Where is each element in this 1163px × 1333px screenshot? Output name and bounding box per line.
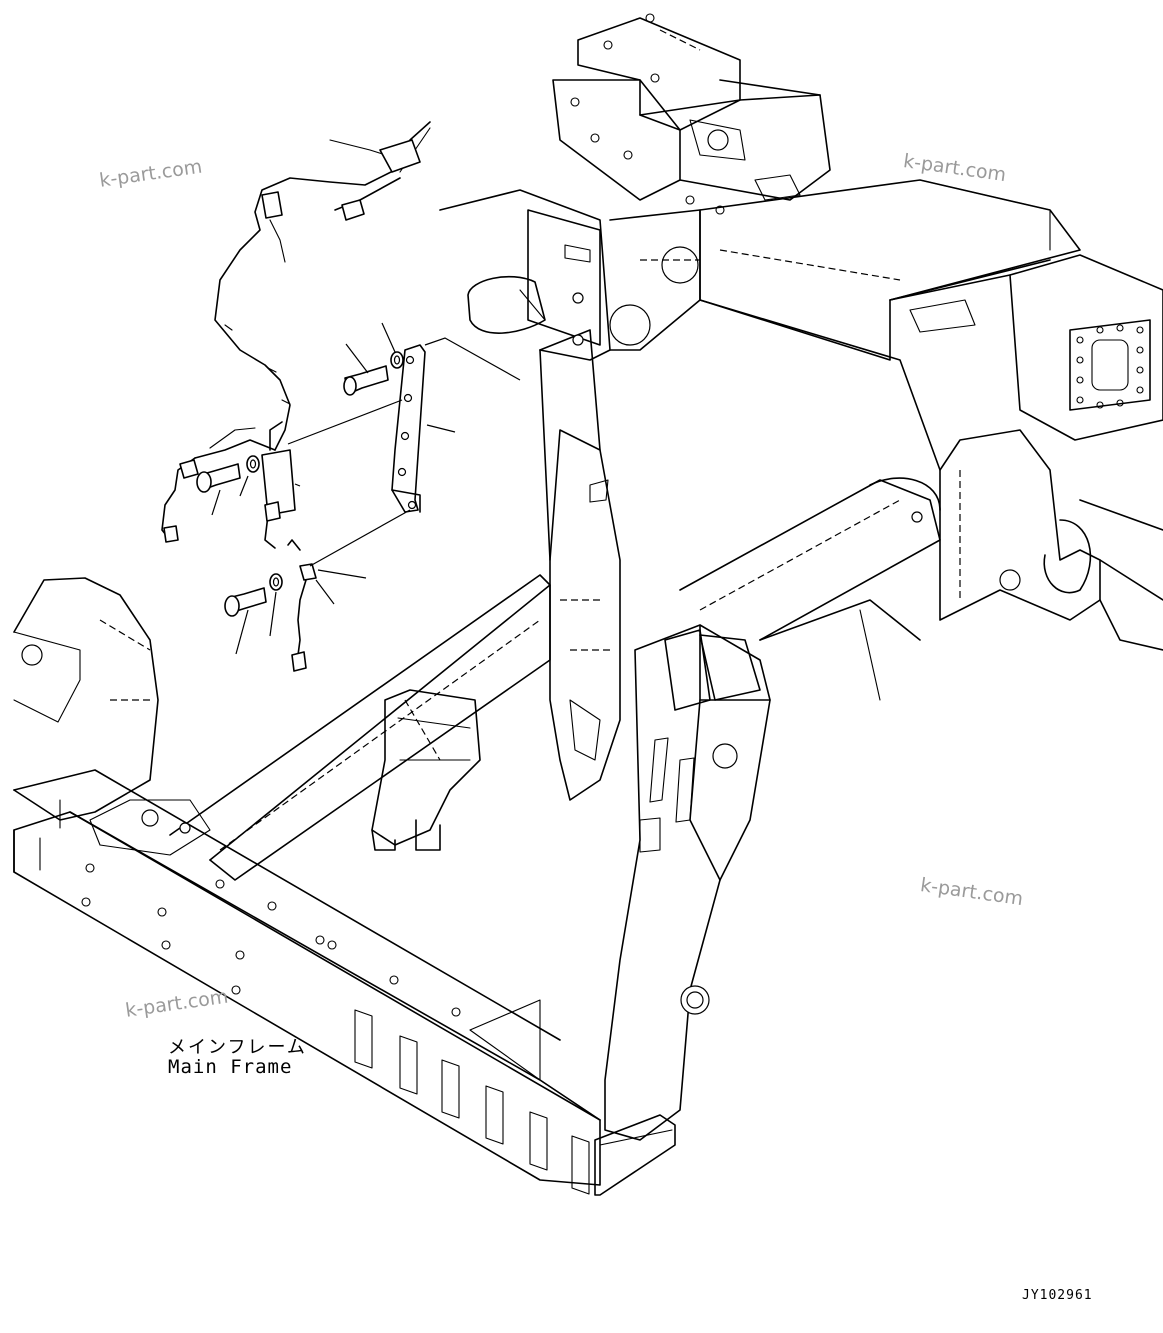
part-label-japanese: メインフレーム: [168, 1037, 307, 1058]
mounting-bracket: [391, 344, 426, 513]
upper-cross-beam: [89, 574, 551, 881]
pivot-assembly: [439, 189, 701, 361]
right-end-plate: [889, 254, 1163, 441]
part-label-english: Main Frame: [168, 1056, 293, 1078]
front-rail: [13, 769, 601, 1195]
right-upper-beam: [699, 179, 1081, 471]
right-lower-section: [939, 429, 1163, 651]
bottom-front-plate: [469, 999, 676, 1196]
bolt-lower: [224, 587, 267, 617]
leader-lines: [211, 322, 521, 655]
top-box-section: [552, 13, 831, 215]
sensor-harness-left: [161, 427, 276, 543]
diagonal-arm: [679, 477, 941, 701]
drawing-code: JY102961: [1022, 1288, 1093, 1303]
bolt-middle: [196, 463, 241, 493]
front-vertical-post: [604, 624, 771, 1141]
main-frame-tower: [539, 329, 621, 801]
sensor-lower: [287, 539, 317, 672]
washer-lower: [269, 573, 283, 591]
left-side-panel: [13, 577, 159, 821]
bolt-upper: [343, 365, 389, 396]
washer-middle: [246, 455, 260, 473]
connector-block: [261, 421, 296, 549]
wiring-harness: [214, 121, 431, 451]
center-bracket: [371, 689, 481, 851]
washer-upper: [390, 351, 404, 369]
